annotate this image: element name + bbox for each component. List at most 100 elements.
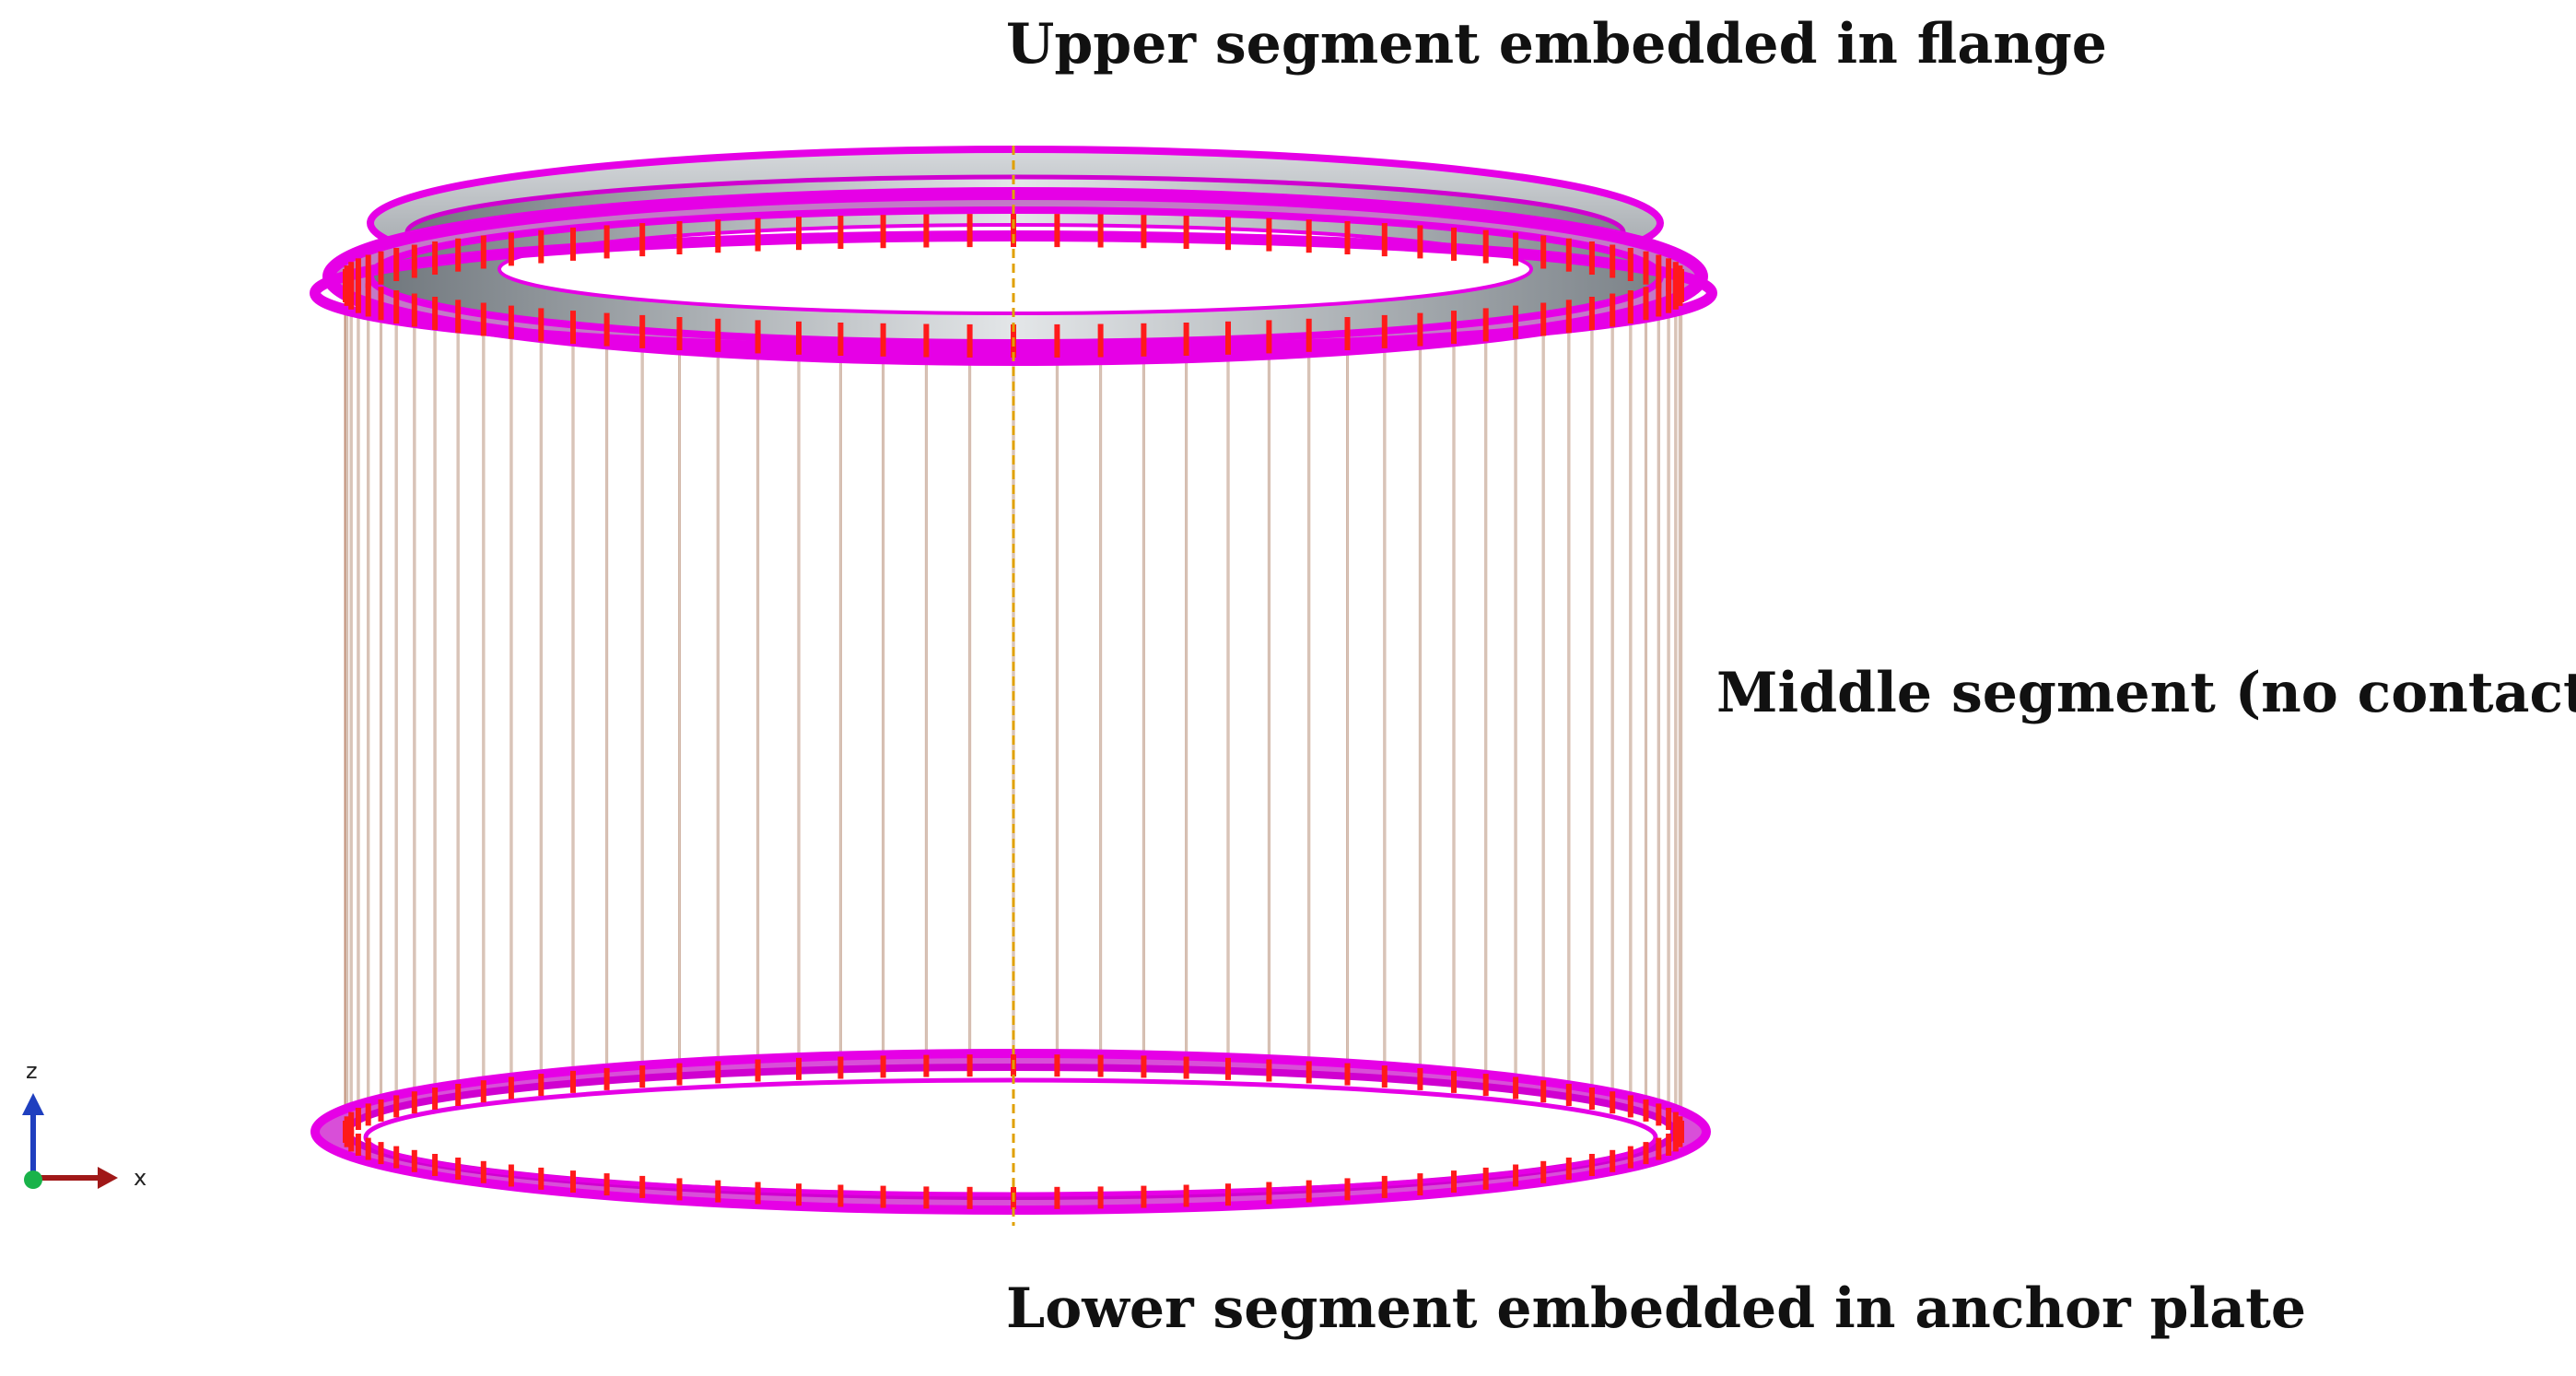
- lower-bolt-nut: [1672, 1111, 1679, 1135]
- upper-bolt-nut: [1141, 215, 1147, 249]
- upper-bolt-nut: [755, 320, 761, 354]
- lower-bolt-nut: [1482, 1167, 1489, 1190]
- upper-flange: [310, 146, 1717, 366]
- upper-bolt-nut: [1266, 218, 1272, 252]
- middle-segment-label: Middle segment (no contact): [1716, 661, 2576, 725]
- upper-bolt-nut: [1656, 283, 1662, 317]
- upper-bolt-nut: [1225, 217, 1231, 251]
- upper-bolt-nut: [1381, 223, 1388, 257]
- upper-bolt-nut: [411, 293, 417, 327]
- lower-bolt-nut: [1225, 1183, 1231, 1206]
- lower-bolt-nut: [508, 1076, 514, 1100]
- upper-bolt-nut: [1344, 221, 1351, 254]
- lower-bolt-nut: [411, 1091, 417, 1114]
- lower-bolt-nut: [378, 1099, 384, 1122]
- upper-bolt-nut: [603, 225, 610, 259]
- lower-segment-label: Lower segment embedded in anchor plate: [1006, 1276, 2307, 1341]
- lower-bolt-nut: [355, 1108, 361, 1130]
- lower-bolt-nut: [1097, 1186, 1104, 1209]
- upper-bolt-nut: [966, 214, 973, 248]
- upper-bolt-nut: [1054, 323, 1060, 358]
- lower-bolt-nut: [508, 1164, 514, 1187]
- lower-bolt-nut: [344, 1116, 350, 1139]
- upper-bolt-nut: [603, 312, 610, 347]
- lower-bolt-nuts: [343, 1054, 1684, 1209]
- upper-bolt-nut: [378, 287, 384, 321]
- upper-bolt-nut: [1666, 279, 1672, 313]
- lower-bolt-nut: [1610, 1091, 1616, 1114]
- lower-bolt-nut: [480, 1080, 486, 1103]
- lower-bolt-nut: [923, 1186, 930, 1209]
- axis-triad: z x: [22, 1058, 146, 1191]
- upper-bolt-nut: [432, 297, 439, 330]
- upper-bolt-nut: [1097, 214, 1104, 248]
- upper-bolt-nut: [432, 241, 439, 275]
- upper-bolt-nut: [348, 262, 355, 296]
- lower-bolt-nut: [455, 1158, 462, 1180]
- lower-bolt-nut: [1306, 1180, 1312, 1203]
- upper-bolt-nut: [1054, 214, 1060, 248]
- lower-bolt-nut: [676, 1178, 683, 1201]
- lower-bolt-nut: [1588, 1154, 1595, 1176]
- lower-bolt-nut: [538, 1074, 544, 1097]
- lower-bolt-nut: [639, 1065, 646, 1088]
- upper-bolt-nut: [1643, 287, 1649, 321]
- lower-bolt-nut: [393, 1095, 400, 1118]
- upper-bolt-nut: [344, 265, 350, 300]
- lower-bolt-nut: [1513, 1164, 1519, 1187]
- lower-bolt-nut: [1513, 1076, 1519, 1100]
- lower-anchor-ring: [310, 1049, 1711, 1215]
- upper-bolt-nut: [480, 235, 486, 269]
- lower-bolt-nut: [1225, 1057, 1231, 1080]
- upper-bolt-nut: [1610, 244, 1616, 278]
- lower-bolt-nut: [1451, 1170, 1457, 1194]
- upper-bolt-nut: [755, 218, 761, 252]
- upper-bolt-nut: [570, 311, 576, 345]
- upper-bolt-nut: [1225, 321, 1231, 355]
- upper-bolt-nut: [355, 279, 361, 313]
- lower-bolt-nut: [1666, 1108, 1672, 1130]
- lower-bolt-nut: [1183, 1056, 1189, 1079]
- upper-bolt-nut: [1141, 323, 1147, 357]
- lower-bolt-nut: [1627, 1095, 1633, 1118]
- upper-bolt-nut: [455, 238, 462, 272]
- lower-bolt-nut: [1656, 1103, 1662, 1126]
- lower-bolt-nut: [1417, 1067, 1423, 1090]
- lower-bolt-nut: [837, 1056, 844, 1079]
- x-arrow-head: [98, 1167, 118, 1189]
- lower-bolt-nut: [1054, 1054, 1060, 1077]
- upper-bolt-nut: [1513, 232, 1519, 266]
- upper-bolt-nut: [1183, 323, 1189, 356]
- lower-bolt-nut: [1565, 1158, 1572, 1180]
- upper-segment-label: Upper segment embedded in flange: [1006, 12, 2107, 76]
- upper-bolt-nut: [796, 321, 802, 355]
- upper-bolt-nut: [715, 219, 721, 253]
- upper-bolt-nut: [1306, 219, 1312, 253]
- lower-bolt-nut: [1588, 1088, 1595, 1110]
- lower-bolt-nut: [1656, 1137, 1662, 1160]
- lower-bolt-nut: [1610, 1149, 1616, 1172]
- upper-bolt-nut: [1482, 229, 1489, 264]
- lower-bolt-nut: [432, 1088, 439, 1110]
- upper-bolt-nut: [837, 323, 844, 356]
- z-axis-label: z: [26, 1058, 38, 1084]
- upper-bolt-nut: [480, 302, 486, 336]
- upper-bolt-nut: [1344, 317, 1351, 350]
- upper-bolt-nut: [639, 314, 646, 348]
- lower-bolt-nut: [348, 1129, 355, 1152]
- upper-bolt-nut: [1656, 254, 1662, 288]
- lower-bolt-nut: [755, 1182, 761, 1205]
- lower-bolt-nut: [639, 1175, 646, 1198]
- lower-bolt-nut: [455, 1084, 462, 1106]
- lower-bolt-nut: [348, 1111, 355, 1135]
- upper-bolt-nut: [378, 251, 384, 285]
- upper-bolt-nut: [365, 283, 371, 317]
- z-arrow-head: [22, 1093, 44, 1115]
- upper-bolt-nut: [1381, 314, 1388, 348]
- upper-bolt-nut: [837, 216, 844, 249]
- lower-bolt-nut: [393, 1146, 400, 1169]
- lower-bolt-nut: [1266, 1182, 1272, 1205]
- lower-bolt-nut: [1266, 1059, 1272, 1082]
- lower-bolt-nut: [1643, 1099, 1649, 1122]
